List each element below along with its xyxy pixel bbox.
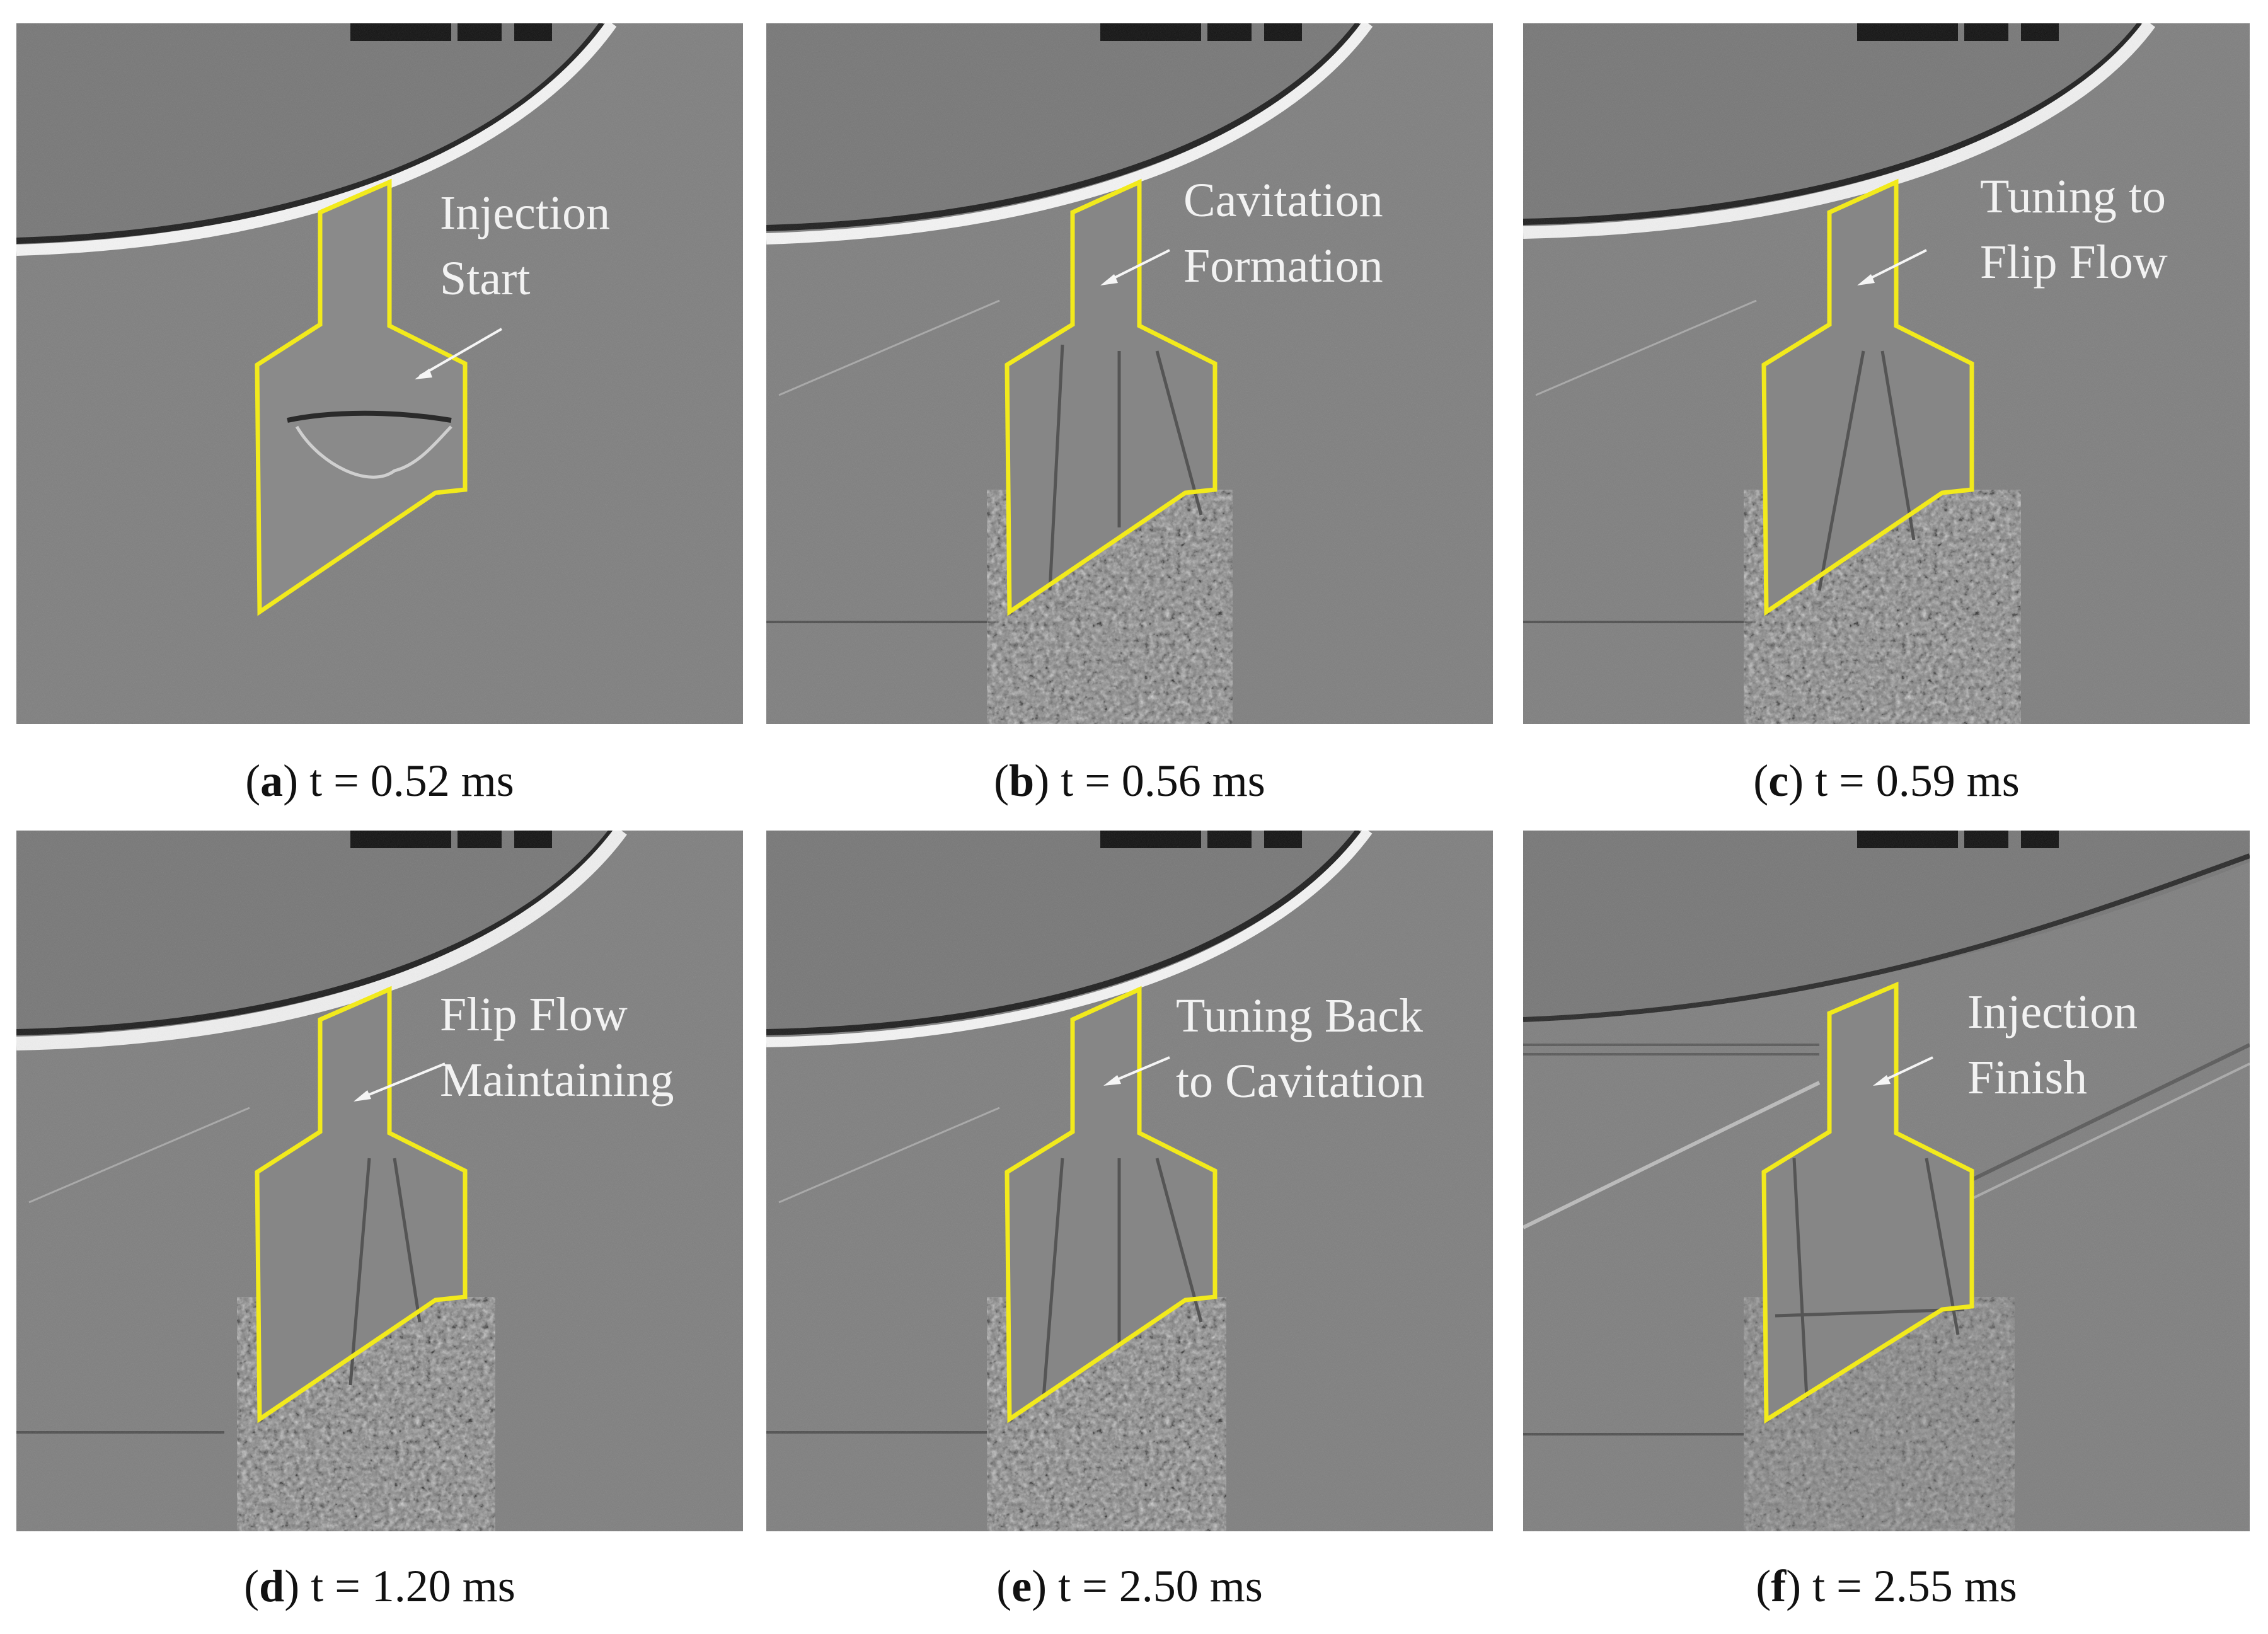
nozzle-outline (255, 178, 468, 616)
caption-a-time: t = 0.52 ms (309, 756, 514, 806)
caption-d: (d) t = 1.20 ms (244, 1561, 515, 1611)
annotation-d-line1: Flip Flow (440, 988, 628, 1041)
caption-d-time: t = 1.20 ms (311, 1561, 515, 1611)
nozzle-outline (1004, 178, 1217, 616)
annotation-e-line2: to Cavitation (1176, 1055, 1425, 1108)
caption-c-time: t = 0.59 ms (1815, 756, 2020, 806)
caption-f: (f) t = 2.55 ms (1756, 1561, 2017, 1611)
caption-a-letter: a (260, 756, 284, 806)
xray-frame-f (1523, 831, 2250, 1531)
caption-d-letter: d (259, 1561, 285, 1611)
annotation-e: Tuning Back to Cavitation (1176, 983, 1425, 1114)
nozzle-outline (1004, 986, 1217, 1424)
panel-b-image (766, 23, 1493, 724)
panel-d-image (16, 831, 743, 1531)
annotation-d-line2: Maintaining (440, 1054, 674, 1107)
xray-frame-c (1523, 23, 2250, 724)
annotation-a-line2: Start (440, 252, 531, 305)
annotation-a: Injection Start (440, 180, 610, 311)
nozzle-outline (1761, 178, 1974, 616)
caption-b-letter: b (1009, 756, 1035, 806)
caption-b-time: t = 0.56 ms (1061, 756, 1265, 806)
annotation-e-line1: Tuning Back (1176, 989, 1424, 1042)
caption-f-time: t = 2.55 ms (1812, 1561, 2017, 1611)
panel-e-image (766, 831, 1493, 1531)
caption-c: (c) t = 0.59 ms (1753, 756, 2020, 806)
caption-e: (e) t = 2.50 ms (996, 1561, 1263, 1611)
caption-b: (b) t = 0.56 ms (994, 756, 1265, 806)
xray-frame-e (766, 831, 1493, 1531)
caption-f-letter: f (1771, 1561, 1787, 1611)
annotation-c: Tuning to Flip Flow (1980, 164, 2168, 295)
annotation-b-line1: Cavitation (1183, 174, 1383, 227)
xray-frame-a (16, 23, 743, 724)
annotation-b-line2: Formation (1183, 239, 1383, 292)
panel-f-image (1523, 831, 2250, 1531)
caption-c-letter: c (1768, 756, 1789, 806)
panel-a-image (16, 23, 743, 724)
annotation-d: Flip Flow Maintaining (440, 982, 674, 1113)
annotation-f-line1: Injection (1967, 986, 2138, 1039)
annotation-f-line2: Finish (1967, 1051, 2088, 1104)
nozzle-outline (255, 986, 468, 1424)
nozzle-outline (1761, 981, 1974, 1424)
annotation-c-line2: Flip Flow (1980, 236, 2168, 289)
xray-frame-d (16, 831, 743, 1531)
annotation-a-line1: Injection (440, 187, 611, 239)
panel-c-image (1523, 23, 2250, 724)
caption-a: (a) t = 0.52 ms (245, 756, 514, 806)
xray-frame-b (766, 23, 1493, 724)
annotation-b: Cavitation Formation (1183, 168, 1383, 299)
caption-e-letter: e (1011, 1561, 1032, 1611)
annotation-f: Injection Finish (1967, 979, 2138, 1110)
caption-e-time: t = 2.50 ms (1058, 1561, 1263, 1611)
annotation-c-line1: Tuning to (1980, 170, 2166, 223)
